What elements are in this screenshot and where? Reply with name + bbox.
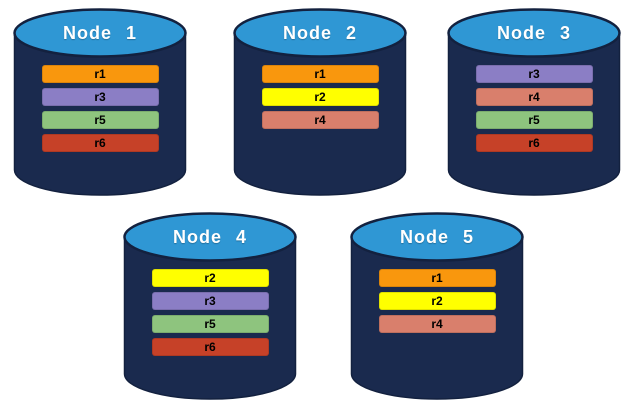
node-cylinder-3: Node 3 r3 r4 r5 r6 xyxy=(447,8,621,198)
replica-bar-r3: r3 xyxy=(41,88,159,106)
replica-bar-r4: r4 xyxy=(475,88,593,106)
replica-list: r3 r4 r5 r6 xyxy=(447,65,621,157)
replica-bar-r6: r6 xyxy=(41,134,159,152)
replica-list: r2 r3 r5 r6 xyxy=(123,269,297,361)
node-title: Node 5 xyxy=(399,227,474,247)
node-cylinder-5: Node 5 r1 r2 r4 xyxy=(350,212,524,402)
node-title: Node 4 xyxy=(172,227,247,247)
node-cylinder-1: Node 1 r1 r3 r5 r6 xyxy=(13,8,187,198)
replica-bar-r5: r5 xyxy=(41,111,159,129)
replica-bar-r1: r1 xyxy=(261,65,379,83)
replica-bar-r2: r2 xyxy=(378,292,496,310)
replica-bar-r2: r2 xyxy=(151,269,269,287)
replica-list: r1 r2 r4 xyxy=(233,65,407,134)
replica-list: r1 r2 r4 xyxy=(350,269,524,338)
replica-bar-r3: r3 xyxy=(151,292,269,310)
node-cylinder-4: Node 4 r2 r3 r5 r6 xyxy=(123,212,297,402)
replica-bar-r1: r1 xyxy=(41,65,159,83)
node-title: Node 1 xyxy=(62,23,137,43)
replica-list: r1 r3 r5 r6 xyxy=(13,65,187,157)
replica-bar-r5: r5 xyxy=(151,315,269,333)
node-cylinder-2: Node 2 r1 r2 r4 xyxy=(233,8,407,198)
replica-bar-r5: r5 xyxy=(475,111,593,129)
node-title: Node 2 xyxy=(282,23,357,43)
replica-bar-r6: r6 xyxy=(151,338,269,356)
replica-bar-r3: r3 xyxy=(475,65,593,83)
replica-bar-r4: r4 xyxy=(378,315,496,333)
replica-bar-r4: r4 xyxy=(261,111,379,129)
replica-bar-r6: r6 xyxy=(475,134,593,152)
replica-bar-r1: r1 xyxy=(378,269,496,287)
replica-bar-r2: r2 xyxy=(261,88,379,106)
node-title: Node 3 xyxy=(496,23,571,43)
